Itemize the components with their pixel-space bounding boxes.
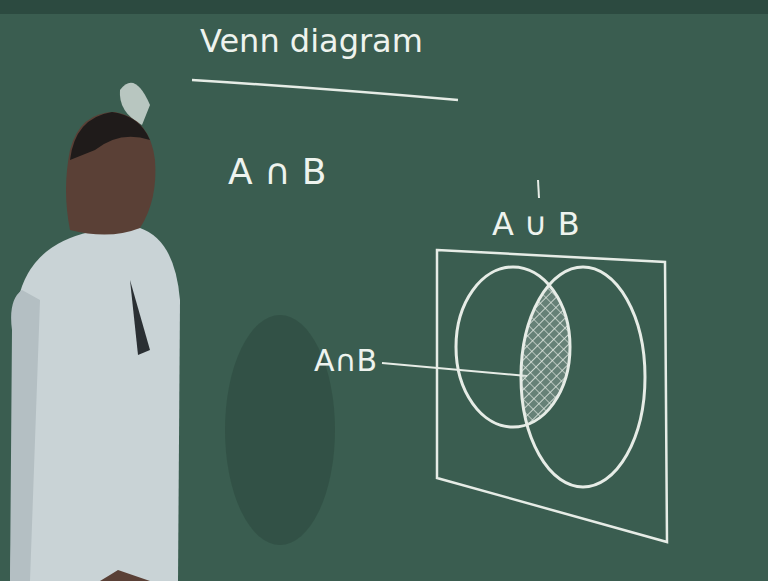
set-heading: A ∪ B — [492, 205, 580, 243]
tick-mark — [538, 180, 539, 198]
lecturer — [10, 112, 180, 581]
shirt-shade — [10, 290, 40, 581]
venn-outline — [430, 205, 680, 557]
set-a-circle — [456, 267, 570, 427]
intersection-label: A∩B — [314, 343, 377, 379]
universal-rectangle — [437, 250, 667, 542]
intersection-shading — [521, 267, 645, 487]
hair — [70, 112, 150, 160]
set-b-circle — [521, 267, 645, 487]
head — [66, 112, 155, 235]
board-title: Venn diagram — [200, 22, 423, 60]
shirt — [10, 228, 180, 581]
collar — [130, 280, 150, 355]
universal-set-box: A ∪ B — [430, 205, 680, 557]
title-underline — [192, 80, 458, 100]
set-expression: A ∩ B — [228, 150, 327, 193]
board-frame — [0, 0, 768, 14]
leader-line — [382, 363, 527, 376]
hand — [100, 570, 150, 581]
